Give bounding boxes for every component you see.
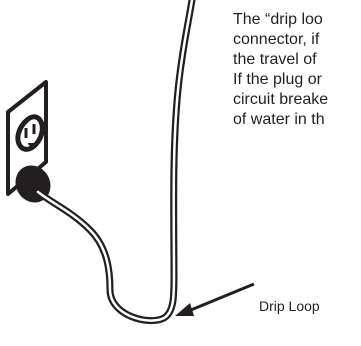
body-text-line: The “drip loo bbox=[233, 10, 328, 30]
cord-highlight bbox=[38, 0, 192, 321]
body-text-line: the travel of bbox=[233, 50, 328, 70]
body-text-block: The “drip loo connector, if the travel o… bbox=[233, 10, 328, 130]
power-cord bbox=[38, 0, 192, 321]
body-text-line: circuit breake bbox=[233, 90, 328, 110]
callout-arrow-shaft bbox=[186, 284, 254, 312]
wall-outlet bbox=[8, 82, 57, 209]
cord-outline bbox=[38, 0, 192, 321]
body-text-line: connector, if bbox=[233, 30, 328, 50]
arrowhead-icon bbox=[175, 303, 194, 316]
body-text-line: If the plug or bbox=[233, 70, 328, 90]
body-text-line: of water in th bbox=[233, 110, 328, 130]
callout-arrow bbox=[175, 284, 254, 316]
drip-loop-label: Drip Loop bbox=[259, 298, 320, 314]
